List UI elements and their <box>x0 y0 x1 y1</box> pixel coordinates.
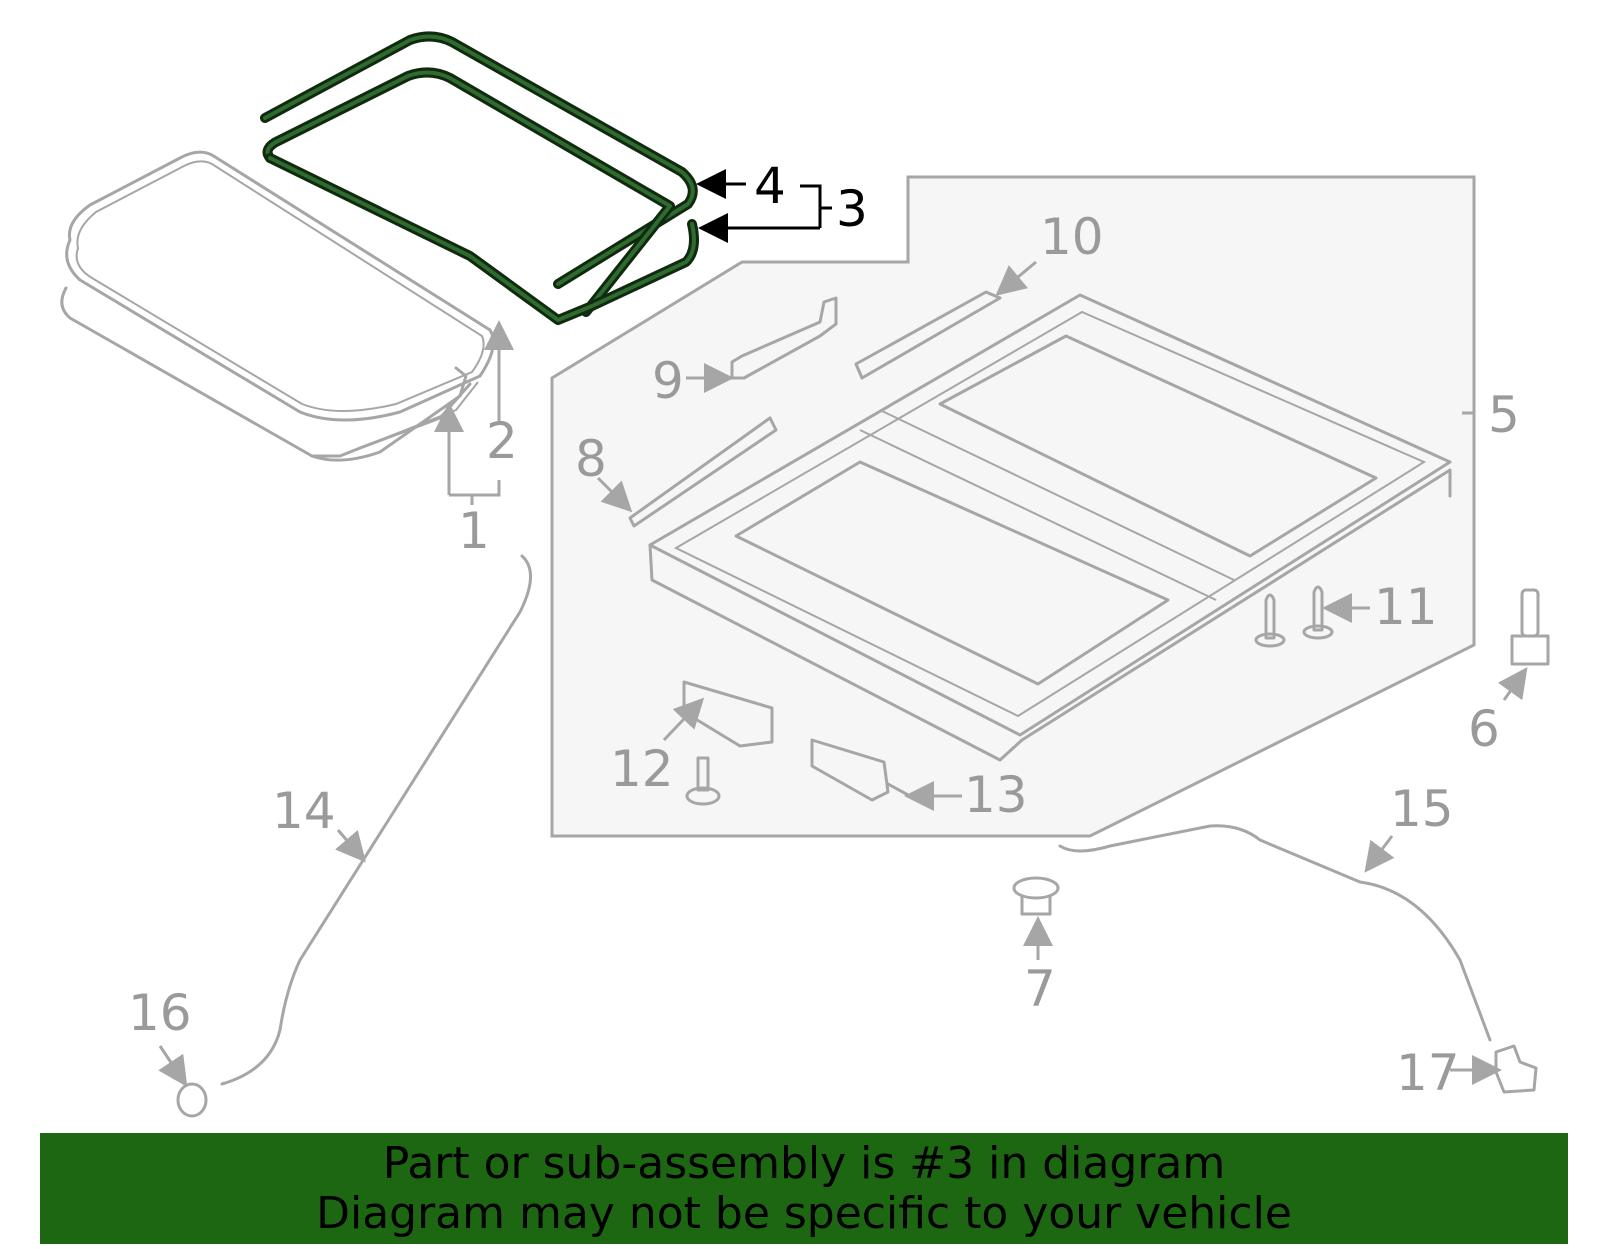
callout-8: 8 <box>575 430 607 488</box>
callout-11: 11 <box>1374 578 1438 636</box>
drain-hose-part-15 <box>1058 824 1492 1042</box>
connector-part-17 <box>1494 1044 1538 1094</box>
callout-13: 13 <box>964 766 1028 824</box>
sunroof-seal-highlighted <box>260 31 699 325</box>
callout-16: 16 <box>128 984 192 1042</box>
trim-part-10 <box>854 290 1002 380</box>
callout-10: 10 <box>1040 208 1104 266</box>
callout-12: 12 <box>610 740 674 798</box>
nut-part-7 <box>1012 876 1060 916</box>
leader-10 <box>995 260 1037 296</box>
banner-line-part-info: Part or sub-assembly is #3 in diagram <box>382 1138 1226 1189</box>
info-banner: Part or sub-assembly is #3 in diagram Di… <box>40 1133 1568 1244</box>
callout-14: 14 <box>272 782 336 840</box>
callout-3: 3 <box>836 180 868 238</box>
stud-part-11 <box>1254 585 1334 648</box>
banner-line-disclaimer: Diagram may not be specific to your vehi… <box>316 1188 1292 1239</box>
callout-15: 15 <box>1390 780 1454 838</box>
sunroof-frame-part <box>648 293 1452 762</box>
drain-hose-part-14 <box>220 554 532 1086</box>
leader-15 <box>1364 835 1395 873</box>
leader-6 <box>1497 667 1528 701</box>
grommet-part-16 <box>176 1082 208 1118</box>
callout-4: 4 <box>754 157 786 215</box>
trim-part-9 <box>730 296 838 380</box>
callout-5: 5 <box>1488 386 1520 444</box>
callout-6: 6 <box>1468 700 1500 758</box>
callout-7: 7 <box>1024 960 1056 1018</box>
callout-17: 17 <box>1396 1044 1460 1102</box>
glass-panel-part <box>60 150 495 462</box>
callout-1: 1 <box>458 502 490 560</box>
bolt-part-6 <box>1510 588 1550 666</box>
leader-14 <box>334 829 366 863</box>
leader-8 <box>596 476 633 513</box>
leader-3-bracket <box>800 184 822 228</box>
leader-12 <box>662 697 705 742</box>
leader-1-bracket <box>449 480 501 497</box>
callout-9: 9 <box>652 352 684 410</box>
frame-assembly-panel <box>550 175 1476 838</box>
callout-2: 2 <box>486 412 518 470</box>
trim-part-8 <box>628 416 778 528</box>
leader-16 <box>158 1045 188 1087</box>
